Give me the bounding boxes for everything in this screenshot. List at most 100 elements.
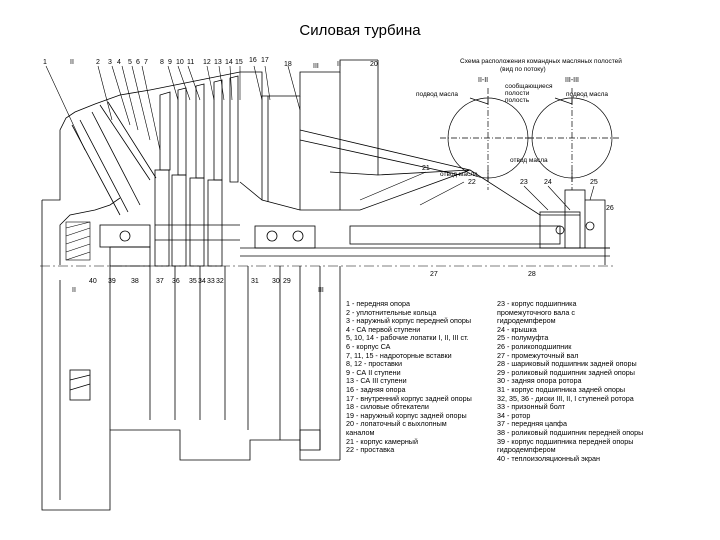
page-title: Силовая турбина — [299, 22, 421, 39]
label-top: 18 — [284, 61, 292, 68]
label-top: 17 — [261, 57, 269, 64]
label-top: 7 — [144, 59, 148, 66]
scheme-caption-1: Схема расположения командных масляных по… — [460, 57, 622, 65]
intermediate-shaft — [240, 225, 610, 257]
legend-item: 18 - силовые обтекатели — [346, 402, 429, 412]
label-bottom: 37 — [156, 278, 164, 285]
flow-path-inner — [239, 169, 580, 216]
label-bottom: 35 — [189, 278, 197, 285]
label-bottom: 40 — [89, 278, 97, 285]
label-top: 12 — [203, 59, 211, 66]
oil-supply-right: подвод масла — [566, 91, 608, 98]
legend-right: 23 - корпус подшипника промежуточного ва… — [497, 299, 644, 463]
label-top: 6 — [136, 59, 140, 66]
legend-item: 23 - корпус подшипника — [497, 299, 577, 308]
label-top: II — [70, 59, 74, 66]
section-mark: III — [318, 287, 324, 294]
label-top: 16 — [249, 57, 257, 64]
legend-item: 22 - проставка — [346, 445, 395, 455]
label-bottom: 33 — [207, 278, 215, 285]
label-top: 10 — [176, 59, 184, 66]
legend-item: 27 - промежуточный вал — [497, 350, 579, 360]
legend-item: 21 - корпус камерный — [346, 436, 418, 446]
legend-item: 31 - корпус подшипника задней опоры — [497, 384, 625, 394]
coupling-area — [539, 189, 610, 265]
label-right: 23 — [520, 179, 528, 186]
legend-item: 4 - СА первой ступени — [346, 324, 421, 334]
label-top: 11 — [187, 59, 194, 66]
front-bearing-housing — [99, 224, 151, 248]
note-cavity: полость — [505, 97, 530, 104]
exhaust-duct — [329, 60, 471, 176]
legend-item: 40 - теплоизоляционный экран — [497, 453, 600, 463]
oil-cavity-scheme — [440, 88, 620, 190]
legend-item: 32, 35, 36 - диски III, II, I ступеней р… — [497, 393, 634, 403]
thermal-screen — [65, 221, 91, 261]
legend-item: гидродемпфером — [497, 445, 556, 455]
label-top: 20 — [370, 61, 378, 68]
legend-item: 3 - наружный корпус передней опоры — [346, 316, 472, 326]
section-iii-label: III-III — [565, 77, 579, 84]
rotor-disks — [154, 169, 240, 267]
label-top: 4 — [117, 59, 121, 66]
label-bottom: 34 — [198, 278, 206, 285]
lower-casing — [41, 265, 341, 511]
legend-item: промежуточного вала с — [497, 307, 575, 317]
top-labels: 1 II 2 3 4 5 6 7 8 9 10 11 12 13 14 15 1… — [43, 57, 378, 70]
label-bottom: 38 — [131, 278, 139, 285]
label-top: 14 — [225, 59, 233, 66]
label-top: 2 — [96, 59, 100, 66]
legend-item: 9 - СА II ступени — [346, 367, 401, 377]
legend-item: 30 - задняя опора ротора — [497, 376, 582, 386]
label-top: 9 — [168, 59, 172, 66]
label-bottom: 28 — [528, 271, 536, 278]
label-top: 15 — [235, 59, 243, 66]
legend-item: 28 - шариковый подшипник задней опоры — [497, 359, 637, 369]
legend-item: 19 - наружный корпус задней опоры — [346, 410, 467, 420]
note-cavities: полости — [505, 90, 530, 97]
legend-item: каналом — [346, 427, 375, 437]
section-mark: II — [72, 287, 76, 294]
right-labels: 21 22 23 24 25 26 — [422, 165, 614, 212]
legend-item: 2 - уплотнительные кольца — [346, 307, 437, 317]
label-right: 25 — [590, 179, 598, 186]
bottom-labels: 40 39 38 37 36 35 34 33 32 31 30 29 28 2… — [89, 271, 536, 285]
note-communicating: сообщающиеся — [505, 82, 553, 90]
label-right: 26 — [606, 205, 614, 212]
legend-item: 29 - роликовый подшипник задней опоры — [497, 367, 635, 377]
section-ii-label: II-II — [478, 77, 488, 84]
oil-supply-left: подвод масла — [416, 91, 458, 98]
label-right: 21 — [422, 165, 430, 172]
legend-item: гидродемпфером — [497, 316, 556, 326]
legend-item: 6 - корпус СА — [346, 341, 391, 351]
label-top: II — [337, 61, 341, 68]
legend-item: 8, 12 - проставки — [346, 359, 403, 369]
legend-item: 37 - передняя цапфа — [497, 419, 567, 429]
legend-item: 25 - полумуфта — [497, 333, 549, 343]
legend-item: 1 - передняя опора — [346, 299, 410, 308]
label-top: 1 — [43, 59, 47, 66]
label-top: 5 — [128, 59, 132, 66]
label-top: 8 — [160, 59, 164, 66]
label-top: 3 — [108, 59, 112, 66]
blade-rows — [159, 75, 239, 183]
legend-item: 24 - крышка — [497, 324, 537, 334]
legend-item: 38 - роликовый подшипник передней опоры — [497, 427, 644, 437]
leader-lines — [45, 65, 595, 211]
label-right: 24 — [544, 179, 552, 186]
legend-item: 17 - внутренний корпус задней опоры — [346, 393, 472, 403]
label-top: III — [313, 63, 319, 70]
label-bottom: 30 — [272, 278, 280, 285]
label-top: 13 — [214, 59, 222, 66]
rear-bearing-housing — [254, 225, 316, 249]
legend-item: 7, 11, 15 - надроторные вставки — [346, 350, 452, 360]
legend-item: 34 - ротор — [497, 410, 531, 420]
legend-item: 5, 10, 14 - рабочие лопатки I, II, III с… — [346, 333, 469, 343]
scheme-caption-2: (вид по потоку) — [500, 66, 546, 73]
label-bottom: 31 — [251, 278, 259, 285]
label-bottom: 32 — [216, 278, 224, 285]
oil-drain-left: отвод масла — [440, 171, 478, 178]
legend-item: 33 - призонный болт — [497, 402, 566, 412]
legend-item: 20 - лопаточный с выхлопным — [346, 419, 447, 429]
